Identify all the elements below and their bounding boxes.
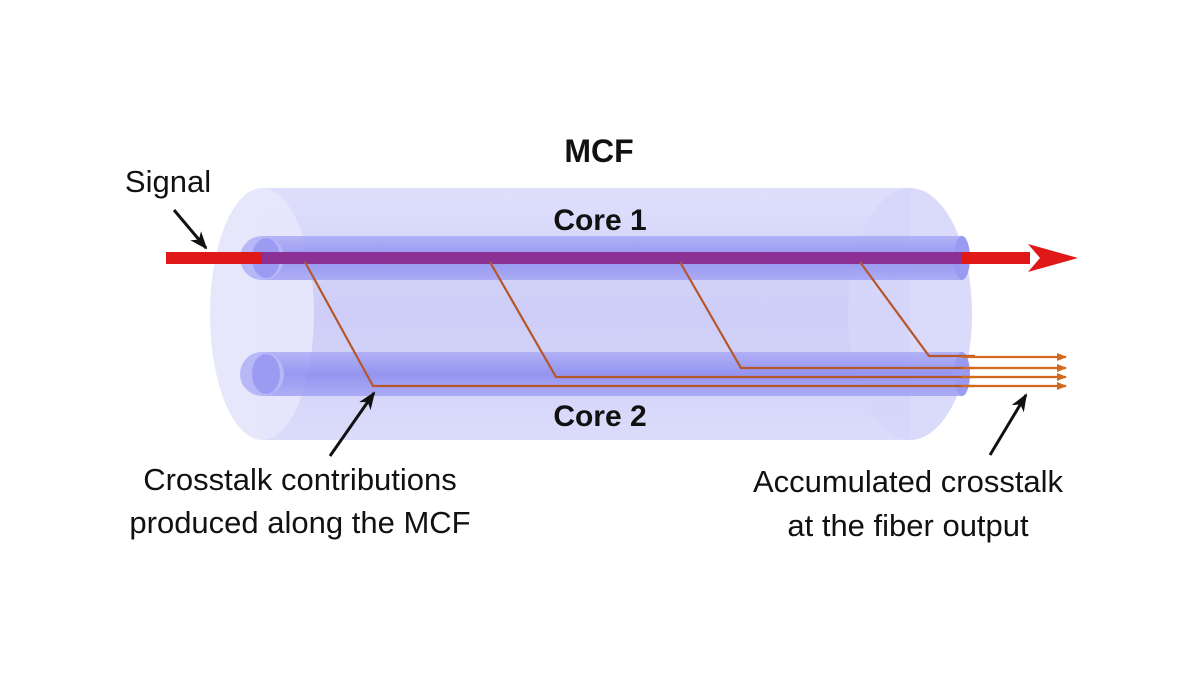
crosstalk-path-2 (489, 261, 975, 379)
signal-pointer-arrow (172, 209, 208, 250)
crosstalk-path-4 (859, 261, 975, 358)
signal-path (166, 244, 1078, 272)
crosstalk-paths (304, 261, 975, 388)
core-2-tube (240, 352, 970, 396)
accumulated-crosstalk-caption-line-1: Accumulated crosstalk (753, 464, 1064, 499)
crosstalk-contributions-caption-line-2: produced along the MCF (129, 505, 470, 540)
diagram-title: MCF (564, 133, 633, 169)
signal-output-arrow (1028, 244, 1078, 272)
core-2-label: Core 2 (553, 400, 646, 433)
crosstalk-contributions-pointer-arrow (328, 391, 376, 457)
core-1-label: Core 1 (553, 204, 646, 237)
accumulated-crosstalk-caption-line-2: at the fiber output (787, 508, 1029, 543)
crosstalk-output-arrows (962, 353, 1067, 390)
signal-label: Signal (125, 164, 211, 199)
crosstalk-path-3 (679, 261, 975, 370)
crosstalk-path-1 (304, 261, 975, 388)
crosstalk-contributions-caption-line-1: Crosstalk contributions (143, 462, 457, 497)
pointer-arrows (172, 209, 1028, 457)
accumulated-crosstalk-pointer-arrow (988, 393, 1028, 456)
